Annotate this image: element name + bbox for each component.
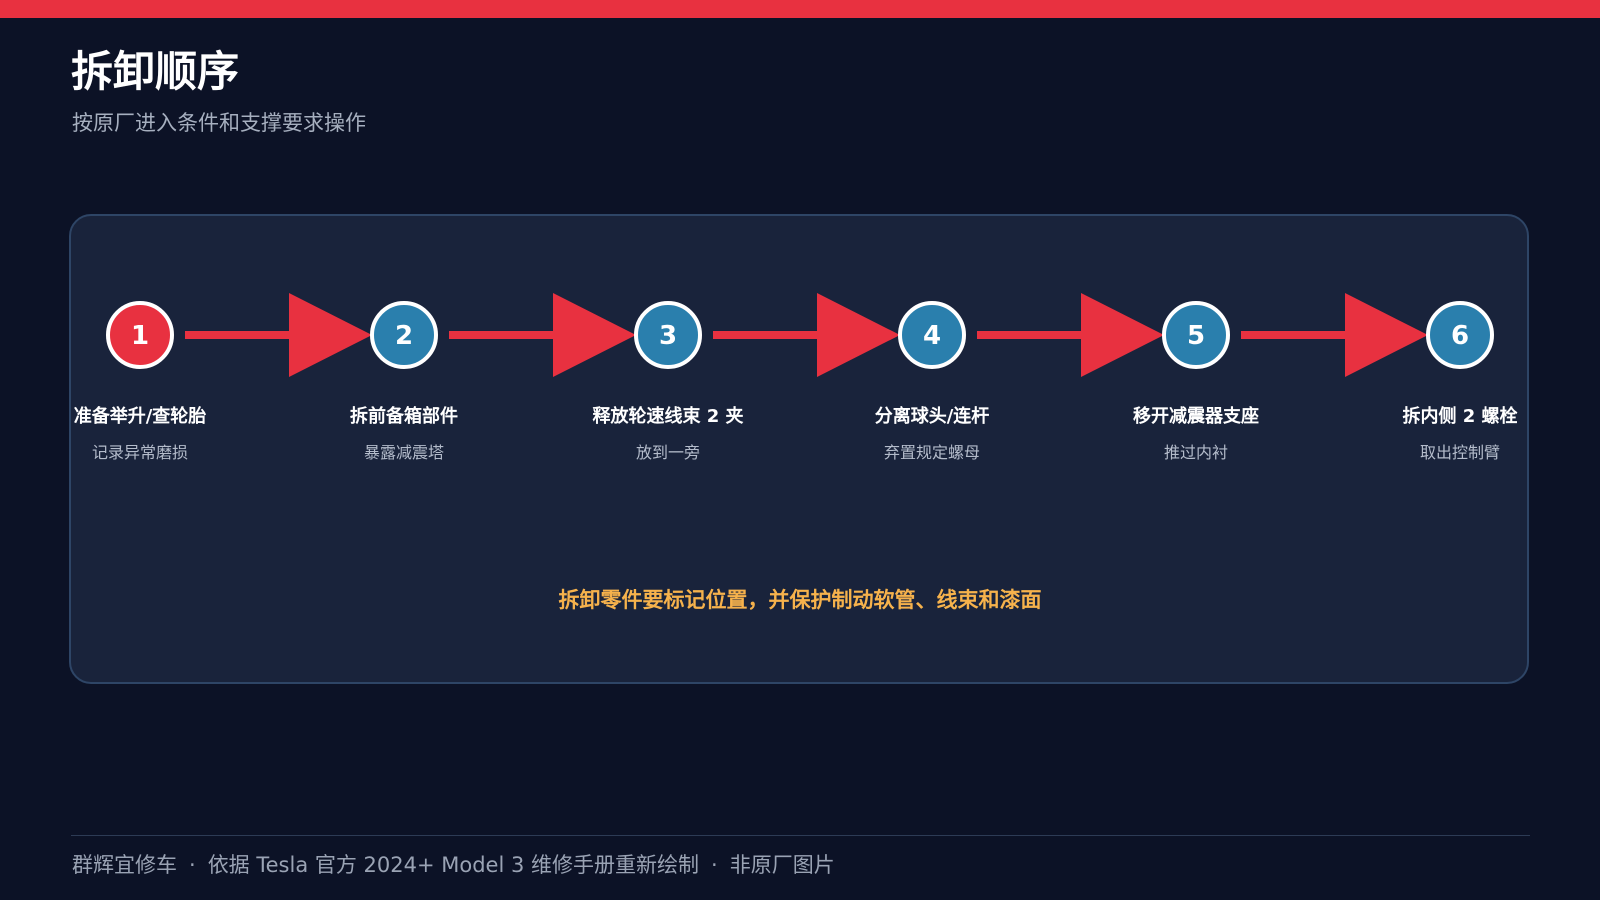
step-title: 拆内侧 2 螺栓	[1402, 406, 1518, 427]
step-number: 1	[131, 321, 149, 351]
step-title: 拆前备箱部件	[350, 406, 458, 427]
step-number: 6	[1451, 321, 1469, 351]
step-label: 移开减震器支座推过内衬	[1076, 405, 1316, 464]
step-connector-arrow	[713, 293, 900, 377]
page-subtitle: 按原厂进入条件和支撑要求操作	[72, 111, 366, 135]
step-label: 分离球头/连杆弃置规定螺母	[812, 405, 1052, 464]
step-subtitle: 暴露减震塔	[363, 443, 444, 462]
step-number: 3	[659, 321, 677, 351]
footer: 群辉宜修车 · 依据 Tesla 官方 2024+ Model 3 维修手册重新绘制…	[72, 850, 835, 880]
step-subtitle: 推过内衬	[1163, 443, 1228, 462]
step-label: 拆内侧 2 螺栓取出控制臂	[1340, 405, 1580, 464]
footer-brand: 群辉宜修车	[72, 853, 177, 877]
footer-note: 非原厂图片	[729, 853, 835, 877]
step-connector-arrow	[977, 293, 1164, 377]
step-connector-arrow	[185, 293, 372, 377]
step-node: 2	[370, 301, 438, 369]
step-title: 释放轮速线束 2 夹	[592, 406, 744, 427]
footer-separator: ·	[711, 853, 718, 877]
step-number: 5	[1187, 321, 1205, 351]
step-title: 移开减震器支座	[1133, 406, 1259, 427]
footer-divider	[71, 835, 1530, 836]
footer-separator: ·	[189, 853, 196, 877]
step-title: 分离球头/连杆	[874, 406, 990, 427]
step-node: 3	[634, 301, 702, 369]
step-node: 5	[1162, 301, 1230, 369]
step-subtitle: 弃置规定螺母	[883, 443, 980, 462]
flow-panel	[69, 214, 1529, 684]
step-number: 4	[923, 321, 941, 351]
step-subtitle: 取出控制臂	[1419, 443, 1500, 462]
step-number: 2	[395, 321, 413, 351]
safety-callout: 拆卸零件要标记位置，并保护制动软管、线束和漆面	[558, 588, 1042, 612]
page-title: 拆卸顺序	[71, 47, 240, 96]
step-node: 6	[1426, 301, 1494, 369]
step-label: 拆前备箱部件暴露减震塔	[284, 405, 524, 464]
step-title: 准备举升/查轮胎	[73, 406, 207, 427]
step-connector-arrow	[449, 293, 636, 377]
step-subtitle: 记录异常磨损	[91, 443, 188, 462]
top-accent-bar	[0, 0, 1600, 18]
step-connector-arrow	[1241, 293, 1428, 377]
step-label: 准备举升/查轮胎记录异常磨损	[20, 405, 260, 464]
step-label: 释放轮速线束 2 夹放到一旁	[548, 405, 788, 464]
footer-source: 依据 Tesla 官方 2024+ Model 3 维修手册重新绘制	[207, 853, 700, 877]
step-subtitle: 放到一旁	[635, 443, 700, 462]
step-node: 1	[106, 301, 174, 369]
step-node: 4	[898, 301, 966, 369]
